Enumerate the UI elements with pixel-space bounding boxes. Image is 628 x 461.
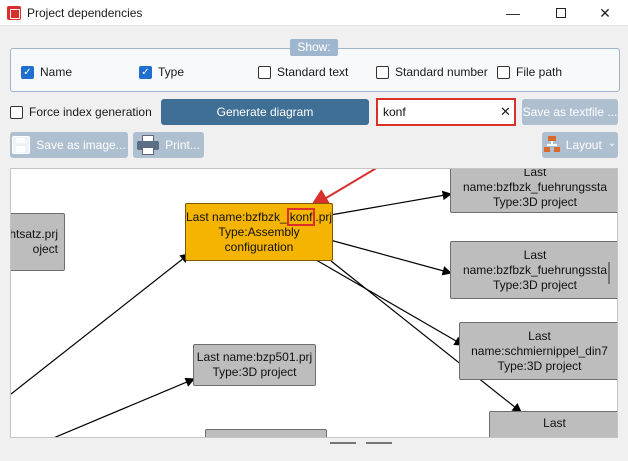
horizontal-scrollbar[interactable]: [330, 442, 394, 446]
edge: [330, 260, 522, 413]
minimize-icon: —: [506, 5, 520, 21]
node-text: Type:3D project: [492, 277, 578, 292]
close-icon: ✕: [599, 5, 611, 21]
node-text: htsatz.prj: [10, 227, 58, 241]
node-text: Type:Assembly: [218, 224, 300, 239]
node-text: Type:3D project: [497, 358, 582, 373]
show-file-path-checkbox[interactable]: File path: [497, 65, 562, 79]
node-text: Type:3D project: [492, 194, 578, 209]
clear-search-icon[interactable]: ✕: [500, 104, 511, 119]
diagram-edges: [11, 169, 522, 437]
window-title: Project dependencies: [27, 6, 143, 20]
minimize-button[interactable]: —: [490, 0, 536, 26]
checkbox-label: File path: [516, 65, 563, 79]
callout-arrow: [309, 169, 377, 209]
maximize-button[interactable]: [538, 0, 584, 26]
layout-tree-icon: [543, 136, 560, 154]
edge: [11, 253, 190, 395]
node-text: Last: [543, 416, 566, 430]
search-match-highlight: konf: [286, 207, 316, 226]
checkbox-label: Force index generation: [29, 105, 152, 119]
show-group-label: Show:: [290, 39, 338, 56]
checkbox-box: ✓: [139, 65, 152, 79]
node-text: Last: [523, 247, 547, 262]
node-text: name:bzfbzk_fuehrungssta: [462, 262, 608, 277]
checkbox-box: [10, 105, 23, 119]
title-bar: Project dependencies — ✕: [0, 0, 628, 26]
node-text: configuration: [224, 239, 294, 254]
floppy-disk-icon: [12, 136, 31, 154]
diagram-node-active-konf[interactable]: Last name:bzfbzk_konf.prj Type:Assembly …: [185, 203, 333, 261]
show-standard-text-checkbox[interactable]: Standard text: [258, 65, 348, 79]
checkmark-icon: ✓: [141, 66, 150, 78]
save-as-textfile-button[interactable]: Save as textfile ...: [522, 99, 618, 125]
maximize-icon: [556, 8, 566, 19]
diagram-node[interactable]: [205, 429, 327, 437]
node-text: name:schmiernippel_din7: [471, 343, 608, 358]
print-label: Print...: [165, 138, 200, 152]
node-text: name:bzfbzk_fuehrungssta: [462, 179, 608, 194]
show-standard-number-checkbox[interactable]: Standard number: [376, 65, 488, 79]
checkbox-box: [497, 65, 510, 79]
node-text: Last: [523, 168, 547, 179]
checkbox-label: Standard text: [277, 65, 349, 79]
checkbox-box: ✓: [21, 65, 34, 79]
checkmark-icon: ✓: [23, 66, 32, 78]
edge: [318, 236, 453, 276]
save-as-image-button[interactable]: Save as image...: [10, 132, 128, 158]
generate-diagram-button[interactable]: Generate diagram: [161, 99, 369, 125]
checkbox-label: Name: [40, 65, 73, 79]
node-text: Type:3D project: [212, 365, 297, 379]
printer-icon: [137, 135, 160, 155]
edge: [54, 377, 196, 437]
search-input[interactable]: [383, 103, 493, 121]
node-text: oject: [32, 242, 58, 256]
node-text: Last name:bzfbzk_konf.prj: [186, 207, 333, 226]
diagram-node[interactable]: Last name:bzp501.prj Type:3D project: [193, 344, 316, 386]
show-name-checkbox[interactable]: ✓ Name: [21, 65, 72, 79]
diagram-node[interactable]: Last name:schmiernippel_din7 Type:3D pro…: [459, 322, 617, 380]
print-button[interactable]: Print...: [133, 132, 204, 158]
diagram-node[interactable]: Last: [489, 411, 617, 437]
vertical-scrollbar[interactable]: [608, 262, 610, 284]
node-text: Last name:bzp501.prj: [196, 350, 313, 364]
dependency-diagram-canvas[interactable]: htsatz.prj oject Last name:bzfbzk_konf.p…: [10, 168, 618, 438]
node-text: Last: [528, 328, 551, 343]
force-index-checkbox[interactable]: Force index generation: [10, 105, 152, 119]
checkbox-label: Standard number: [395, 65, 488, 79]
show-type-checkbox[interactable]: ✓ Type: [139, 65, 184, 79]
save-as-image-label: Save as image...: [36, 138, 126, 152]
app-icon: [7, 6, 21, 20]
search-field[interactable]: ✕: [376, 98, 516, 126]
close-button[interactable]: ✕: [582, 0, 628, 26]
edge: [318, 190, 453, 218]
layout-label: Layout: [565, 138, 602, 152]
diagram-node-left[interactable]: htsatz.prj oject: [10, 213, 65, 271]
layout-button[interactable]: Layout ⌄: [542, 132, 618, 158]
diagram-node[interactable]: Last name:bzfbzk_fuehrungssta Type:3D pr…: [450, 168, 617, 213]
diagram-node[interactable]: Last name:bzfbzk_fuehrungssta Type:3D pr…: [450, 241, 617, 299]
checkbox-box: [258, 65, 271, 79]
edge: [310, 256, 465, 346]
chevron-down-icon: ⌄: [607, 137, 617, 149]
checkbox-box: [376, 65, 389, 79]
checkbox-label: Type: [158, 65, 185, 79]
